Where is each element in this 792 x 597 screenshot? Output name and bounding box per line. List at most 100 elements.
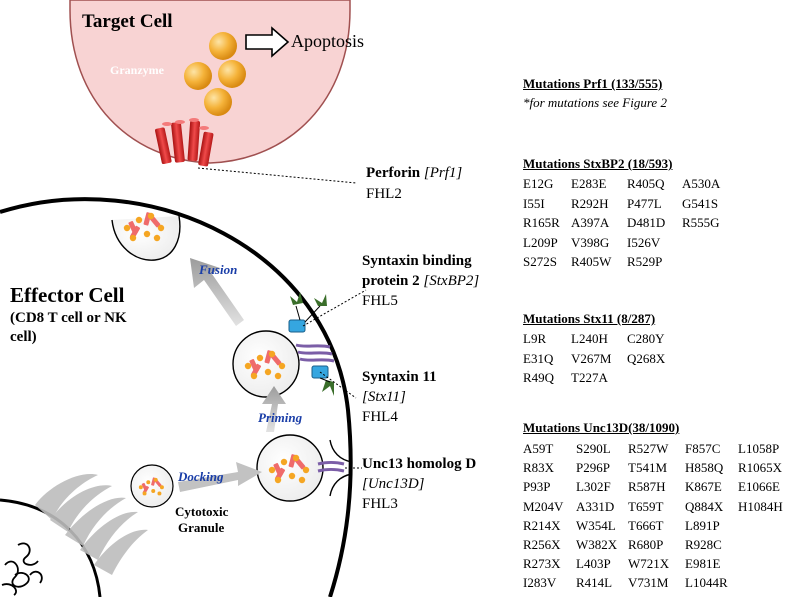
effector-cell-membrane xyxy=(0,197,353,597)
mutation-item: S290L xyxy=(576,441,611,456)
fusion-label: Fusion xyxy=(199,262,238,277)
mutation-item: I526V xyxy=(627,234,661,250)
priming-label: Priming xyxy=(258,410,303,425)
unc13d-gene: [Unc13D] xyxy=(362,476,425,492)
granzyme-ball xyxy=(204,88,232,116)
mutation-item xyxy=(682,233,742,253)
fused-granule xyxy=(111,211,181,261)
mutation-item: L403P xyxy=(576,556,611,572)
mutation-item: T227A xyxy=(571,370,608,385)
mutation-item: R256X xyxy=(523,537,561,553)
mutation-item: P477L xyxy=(627,195,662,211)
mutation-item: R405W xyxy=(571,254,612,269)
golgi-apparatus xyxy=(35,474,148,575)
effector-cell-title: Effector Cell xyxy=(10,283,125,307)
mutation-item: V731M xyxy=(628,575,669,591)
mutation-item: L1058P xyxy=(738,441,780,456)
mutation-item: L209P xyxy=(523,234,558,250)
prf1-mutations-title: Mutations Prf1 (133/555) xyxy=(523,76,663,91)
mutation-item xyxy=(682,252,742,272)
cytotoxic-granule-label-2: Granule xyxy=(178,520,225,535)
mutation-item: L1044R xyxy=(685,575,728,591)
mutation-item: V398G xyxy=(571,234,610,250)
perforin-name: Perforin xyxy=(366,165,421,181)
granzyme-ball xyxy=(184,62,212,90)
mutation-item: E283E xyxy=(571,176,607,191)
unc13d-name: Unc13 homolog D xyxy=(362,456,477,472)
mutation-item: W382X xyxy=(576,537,618,553)
mutation-item: L891P xyxy=(685,517,720,533)
granzyme-label: Granzyme xyxy=(110,63,164,77)
mutation-item: Q268X xyxy=(627,350,666,366)
stxbp2-callout xyxy=(302,289,367,327)
perforin-label: Perforin [Prf1] xyxy=(366,164,462,182)
mutation-item: K867E xyxy=(685,479,722,495)
mutation-item: E981E xyxy=(685,556,721,572)
mutation-item: R214X xyxy=(523,517,561,533)
mutation-item: L240H xyxy=(571,331,608,346)
cytotoxic-granule-label-1: Cytotoxic xyxy=(175,504,229,519)
stxbp2-fhl: FHL5 xyxy=(362,293,398,309)
mutation-item: R587H xyxy=(628,479,666,495)
granzyme-ball xyxy=(209,32,237,60)
perforin-callout xyxy=(197,167,357,184)
mutation-item: P93P xyxy=(523,479,551,495)
mutation-item: R680P xyxy=(628,537,664,553)
mutation-item: E1066E xyxy=(738,479,780,495)
mutation-item: D481D xyxy=(627,215,666,230)
mutation-item: L302F xyxy=(576,479,611,495)
granzyme-ball xyxy=(218,60,246,88)
mutation-item: C280Y xyxy=(627,331,665,346)
stx11-name: Syntaxin 11 xyxy=(362,369,437,385)
mutation-item: I283V xyxy=(523,575,557,591)
mutation-item: R555G xyxy=(682,215,720,230)
mutation-item: L9R xyxy=(523,331,547,346)
mutation-item: H858Q xyxy=(685,460,724,476)
unc13d-fhl: FHL3 xyxy=(362,496,398,512)
mutation-item: P296P xyxy=(576,460,610,476)
mutation-item: A530A xyxy=(682,176,721,191)
mutation-item: T659T xyxy=(628,498,664,514)
stxbp2-mutations-title: Mutations StxBP2 (18/593) xyxy=(523,156,673,171)
stxbp2-stx11-complex xyxy=(288,292,335,396)
effector-cell-subtitle-1: (CD8 T cell or NK xyxy=(10,310,127,326)
mutation-item: R49Q xyxy=(523,370,555,385)
fusion-arrow xyxy=(190,258,244,326)
mutation-item: V267M xyxy=(571,350,612,366)
perforin-pore xyxy=(155,118,214,167)
stxbp2-label-2: protein 2 [StxBP2] xyxy=(362,272,479,290)
mutation-item xyxy=(738,554,792,573)
mutation-item: A397A xyxy=(571,215,610,230)
mutation-item: R529P xyxy=(627,254,663,269)
stx11-fhl: FHL4 xyxy=(362,409,398,425)
cytotoxic-granule-small xyxy=(130,464,174,508)
mutation-item: R527W xyxy=(628,441,669,456)
mutation-item: R1065X xyxy=(738,460,783,476)
mutation-item: M204V xyxy=(523,498,564,514)
mutation-item: Q884X xyxy=(685,498,724,514)
mutation-item xyxy=(738,516,792,535)
mutation-item xyxy=(738,573,792,592)
stxbp2-gene: [StxBP2] xyxy=(423,273,480,289)
mutation-item: A331D xyxy=(576,498,615,514)
stx11-callout xyxy=(319,371,357,399)
mutation-item: I55I xyxy=(523,195,545,211)
docking-label: Docking xyxy=(178,469,224,484)
stxbp2-name-2: protein 2 xyxy=(362,273,420,289)
unc13d-complex xyxy=(317,461,345,473)
chromatin xyxy=(1,542,43,596)
stx11-gene: [Stx11] xyxy=(362,389,406,405)
unc13d-shape xyxy=(329,439,353,497)
mutation-item: R292H xyxy=(571,195,609,211)
perforin-gene: [Prf1] xyxy=(423,165,463,181)
mutation-item: E12G xyxy=(523,176,554,191)
mutation-item: R928C xyxy=(685,537,722,553)
priming-arrow xyxy=(262,386,286,432)
apoptosis-label: Apoptosis xyxy=(291,31,365,51)
mutation-item: E31Q xyxy=(523,350,554,366)
mutation-item: R414L xyxy=(576,575,613,591)
apoptosis-arrow xyxy=(245,26,290,58)
mutation-item: R273X xyxy=(523,556,561,572)
